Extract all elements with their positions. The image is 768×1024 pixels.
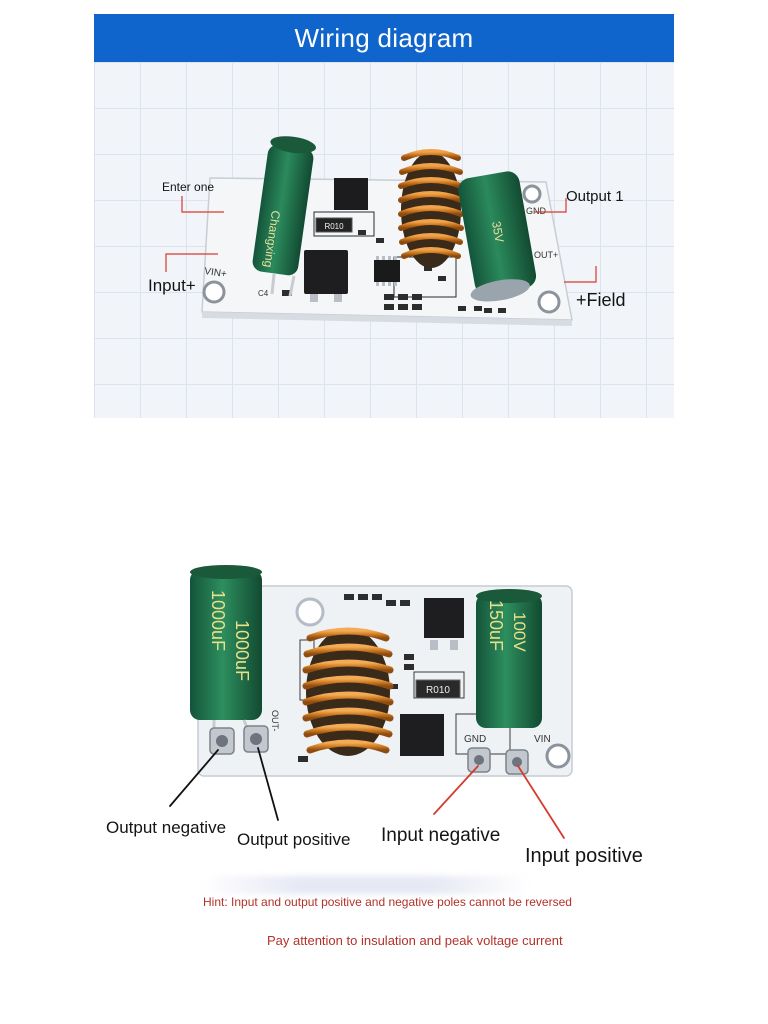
blurred-text-ghost [200,876,530,894]
label-input-positive: Input positive [525,845,643,867]
leader-lines [165,196,597,283]
label-output-negative: Output negative [106,818,227,837]
capacitor-rating: 35V [489,220,506,243]
c4-mark: C4 [258,289,269,298]
smd-components [298,594,414,762]
inductor-coil [302,627,394,756]
shunt-resistor [315,217,353,233]
label-plus-field: +Field [576,290,626,310]
leader-lines [169,747,565,839]
top-board-panel: R010 [94,62,674,418]
label-input-negative: Input negative [381,825,501,846]
top-board-illustration: R010 [165,136,597,326]
mosfet [424,598,464,638]
smd-components [282,230,506,313]
controller-ic [374,260,400,282]
inductor-coil [398,149,464,268]
power-mosfet [400,714,444,756]
label-output-positive: Output positive [237,830,351,849]
mounting-hole [202,280,226,304]
output-capacitor: 35V [458,171,537,302]
resistor-label: R010 [324,222,344,231]
terminal-pads [209,725,529,775]
insulation-note: Pay attention to insulation and peak vol… [267,933,563,948]
capacitor-1000uf-label-2: 1000uF [232,620,252,681]
capacitor-1000uf-label: 1000uF [208,590,228,651]
page-title: Wiring diagram [294,22,474,53]
power-mosfet [304,250,348,294]
capacitor-150uf: 150uF 100V [476,589,542,728]
label-enter-one: Enter one [162,180,215,194]
resistor-label: R010 [426,685,450,696]
out-minus-mark: OUT- [270,710,280,732]
bottom-board-illustration: R010 [169,565,573,839]
bottom-board-panel: R010 [94,560,674,880]
capacitor-150uf-voltage: 100V [510,612,529,652]
mosfet [334,178,368,210]
capacitor-150uf-value: 150uF [486,600,506,651]
mounting-hole [537,290,561,314]
hint-note: Hint: Input and output positive and nega… [203,895,572,909]
label-output-1: Output 1 [566,188,624,205]
vin-plus-mark: VIN+ [204,266,228,280]
input-capacitor: Changxing [252,136,316,297]
gnd-mark: GND [464,734,486,745]
mounting-hole [545,743,571,769]
capacitor-1000uf: 1000uF 1000uF [190,565,262,737]
banner-title: Wiring diagram [94,14,674,62]
label-input-plus: Input+ [148,276,196,295]
gnd-mark: GND [526,206,547,216]
vin-mark: VIN [534,734,551,745]
shunt-resistor [415,679,461,699]
mounting-hole [522,184,542,204]
mounting-hole [295,597,325,627]
out-plus-mark: OUT+ [534,250,558,260]
